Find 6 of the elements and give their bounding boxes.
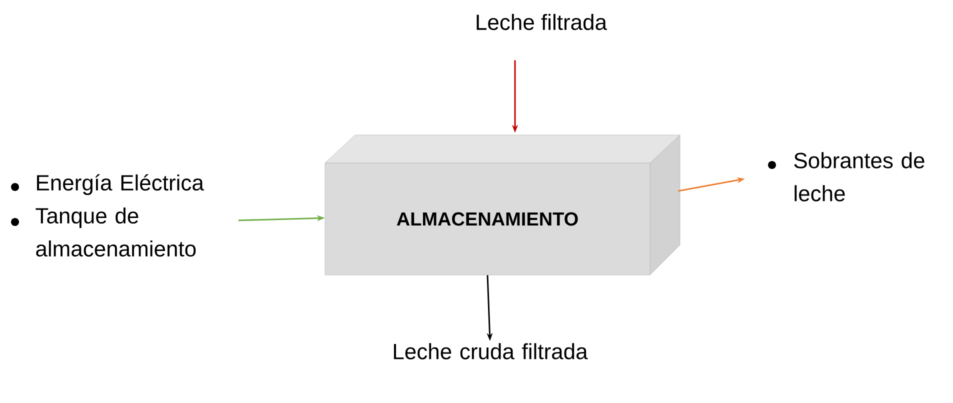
storage-box: ALMACENAMIENTO bbox=[324, 134, 680, 276]
output-label: Leche cruda filtrada bbox=[394, 343, 588, 360]
list-item: Energía Eléctrica bbox=[37, 174, 204, 195]
input-label: Leche filtrada bbox=[476, 14, 607, 30]
output-label: Sobrantes de leche bbox=[794, 152, 924, 202]
list-item: Tanque de almacenamiento bbox=[36, 207, 196, 257]
